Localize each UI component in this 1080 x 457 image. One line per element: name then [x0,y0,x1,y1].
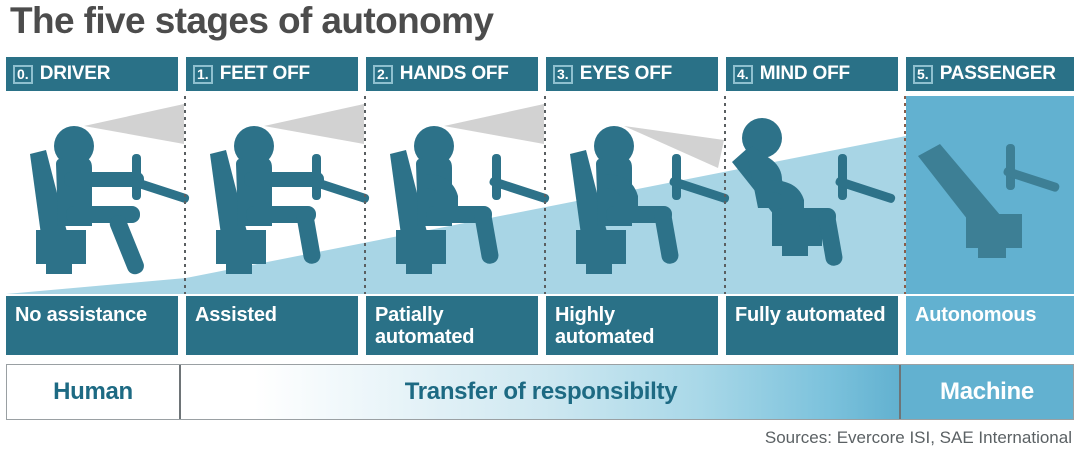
stage-header-0[interactable]: 0. DRIVER [6,57,178,91]
responsibility-machine-label: Machine [940,378,1034,405]
sources-note: Sources: Evercore ISI, SAE International [764,428,1072,447]
stage-description-text-2: Patially automated [375,304,475,348]
stage-number-4: 4. [733,64,753,84]
stage-name-1: FEET OFF [219,63,310,84]
figure-stage-2 [390,104,551,274]
stage-description-text-4: Fully automated [735,304,886,326]
stage-description-0: No assistance [6,296,178,355]
figure-stage-1 [210,104,371,274]
stage-description-text-0: No assistance [15,304,147,326]
stage-description-5: Autonomous [906,296,1074,355]
stage-number-0: 0. [13,64,33,84]
stage-description-2: Patially automated [366,296,538,355]
stage-number-5: 5. [913,64,933,84]
stage-name-5: PASSENGER [939,63,1056,84]
responsibility-transfer-cell: Transfer of responsibilty [183,365,899,419]
stage-header-1[interactable]: 1. FEET OFF [186,57,358,91]
stage-description-1: Assisted [186,296,358,355]
responsibility-human-label: Human [53,378,133,405]
figure-stage-0 [30,104,191,275]
stage-description-text-5: Autonomous [915,304,1037,326]
stage-header-3[interactable]: 3. EYES OFF [546,57,718,91]
passenger-panel-background [906,96,1074,294]
responsibility-machine-cell: Machine [899,365,1073,419]
stage-number-3: 3. [553,64,573,84]
stage-number-1: 1. [193,64,213,84]
page-title: The five stages of autonomy [10,0,494,41]
vision-cone-3 [624,126,724,168]
figure-stage-5 [918,144,1060,258]
vision-cone-1 [264,104,364,144]
stage-description-3: Highly automated [546,296,718,355]
stage-description-text-1: Assisted [195,304,277,326]
stage-name-3: EYES OFF [579,63,673,84]
vision-cone-2 [444,104,544,144]
stage-header-2[interactable]: 2. HANDS OFF [366,57,538,91]
stage-description-row: No assistance Assisted Patially automate… [6,296,1074,355]
stage-name-4: MIND OFF [759,63,850,84]
responsibility-transfer-label: Transfer of responsibilty [404,378,678,405]
responsibility-row: Human Transfer of responsibilty Machine [6,364,1074,420]
stage-description-4: Fully automated [726,296,898,355]
figure-stage-4 [732,118,897,266]
stage-name-0: DRIVER [39,63,111,84]
stage-number-2: 2. [373,64,393,84]
stage-header-4[interactable]: 4. MIND OFF [726,57,898,91]
responsibility-human-cell: Human [7,365,181,419]
stage-description-text-3: Highly automated [555,304,655,348]
autonomy-illustration-svg [6,96,1074,294]
illustration-strip [6,96,1074,294]
stage-name-2: HANDS OFF [399,63,509,84]
stage-header-band: 0. DRIVER 1. FEET OFF 2. HANDS OFF 3. EY… [6,57,1074,91]
figure-stage-3 [570,126,731,274]
vision-cone-0 [84,104,184,144]
stage-header-5[interactable]: 5. PASSENGER [906,57,1074,91]
